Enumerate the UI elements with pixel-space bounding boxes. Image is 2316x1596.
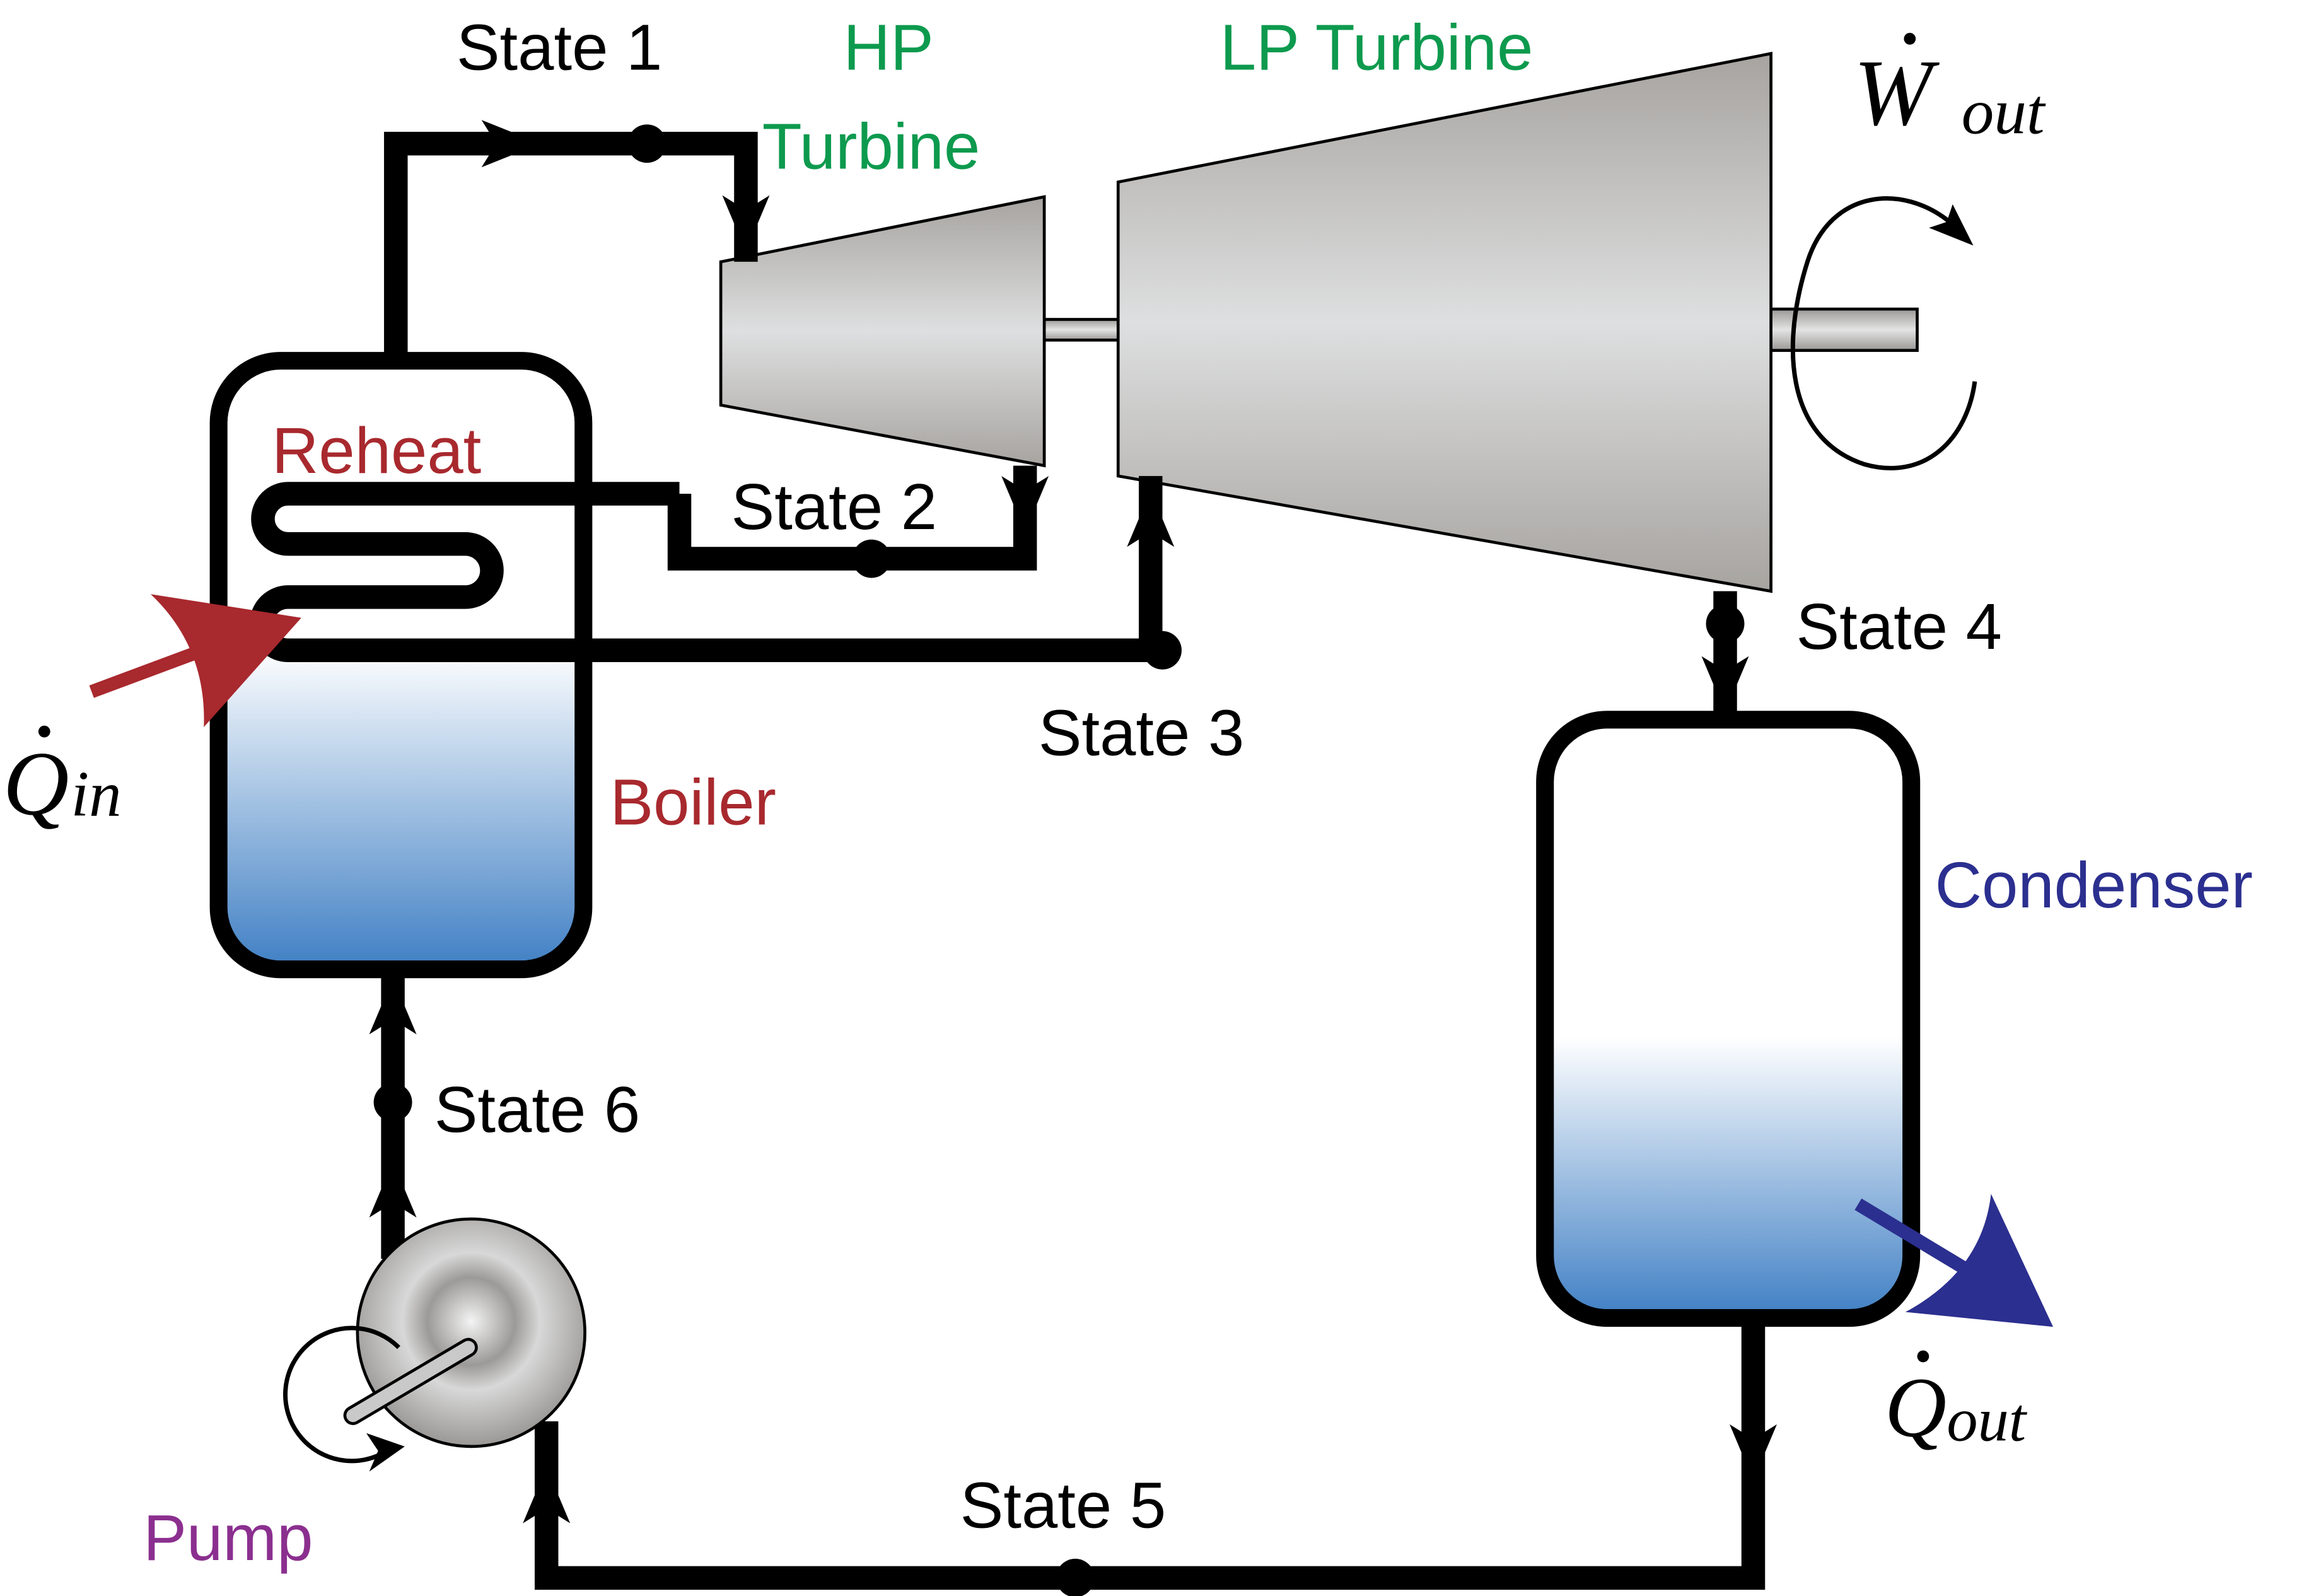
flow-arrow-hp-exit <box>1001 475 1049 532</box>
turbine-shaft <box>1032 318 1130 342</box>
flow-arrow-condenser-exit <box>1730 1424 1777 1481</box>
w-out-subscript: out <box>1962 76 2046 148</box>
state4-label: State 4 <box>1796 590 2002 663</box>
state2-label: State 2 <box>731 470 938 543</box>
pump-rotation-arrowhead <box>366 1433 405 1472</box>
flow-arrow-into-hp <box>722 195 770 252</box>
condenser-vessel <box>1536 711 1921 1327</box>
output-shaft <box>1763 307 1919 352</box>
pump-label: Pump <box>143 1501 313 1574</box>
flow-arrow-into-pump <box>523 1467 571 1523</box>
state5-label: State 5 <box>960 1469 1167 1542</box>
state3-label: State 3 <box>1039 697 1245 769</box>
state4-point <box>1706 604 1745 643</box>
pump-rotation-arc <box>283 1325 400 1464</box>
q-in-dot <box>38 725 50 738</box>
pump-body <box>356 1217 586 1448</box>
condenser-label: Condenser <box>1935 849 2253 921</box>
reheat-label: Reheat <box>272 414 481 487</box>
q-out-label: Q out <box>1885 1350 2028 1455</box>
q-in-arrowhead <box>150 594 301 728</box>
flow-arrow-to-state1 <box>481 120 541 168</box>
state5-point <box>1056 1558 1095 1596</box>
q-out-dot <box>1917 1350 1929 1363</box>
flow-arrow-into-lp <box>1127 491 1175 547</box>
q-out-arrowhead <box>1905 1194 2054 1327</box>
flow-arrow-into-boiler <box>369 978 417 1035</box>
q-out-arrow-shaft <box>1854 1198 1977 1279</box>
w-out-symbol: W <box>1854 40 1940 145</box>
hp-turbine-label-line1: HP <box>844 11 934 84</box>
q-in-label: Q in <box>3 725 122 834</box>
q-out-subscript: out <box>1946 1385 2027 1454</box>
boiler-label: Boiler <box>610 766 776 839</box>
flow-arrow-pump-exit <box>369 1161 417 1218</box>
pipe-boiler-to-hp <box>384 132 758 361</box>
w-out-dot <box>1904 33 1916 45</box>
state1-point <box>627 124 666 163</box>
q-in-symbol: Q <box>3 733 69 834</box>
w-out-label: W out <box>1854 33 2046 148</box>
state6-label: State 6 <box>434 1073 641 1146</box>
flow-arrow-into-condenser <box>1701 656 1749 713</box>
state6-point <box>373 1083 412 1122</box>
w-out-rotation-arc <box>1790 196 1977 470</box>
w-out-rotation-arrowhead <box>1929 204 1974 246</box>
state3-point <box>1143 631 1182 670</box>
q-in-subscript: in <box>71 759 121 830</box>
lp-turbine-label: LP Turbine <box>1220 11 1533 84</box>
state2-point <box>852 539 891 578</box>
hp-turbine <box>719 195 1046 468</box>
state1-label: State 1 <box>457 11 663 84</box>
q-out-symbol: Q <box>1885 1360 1946 1455</box>
lp-turbine <box>1116 52 1772 593</box>
hp-turbine-label-line2: Turbine <box>762 110 981 183</box>
